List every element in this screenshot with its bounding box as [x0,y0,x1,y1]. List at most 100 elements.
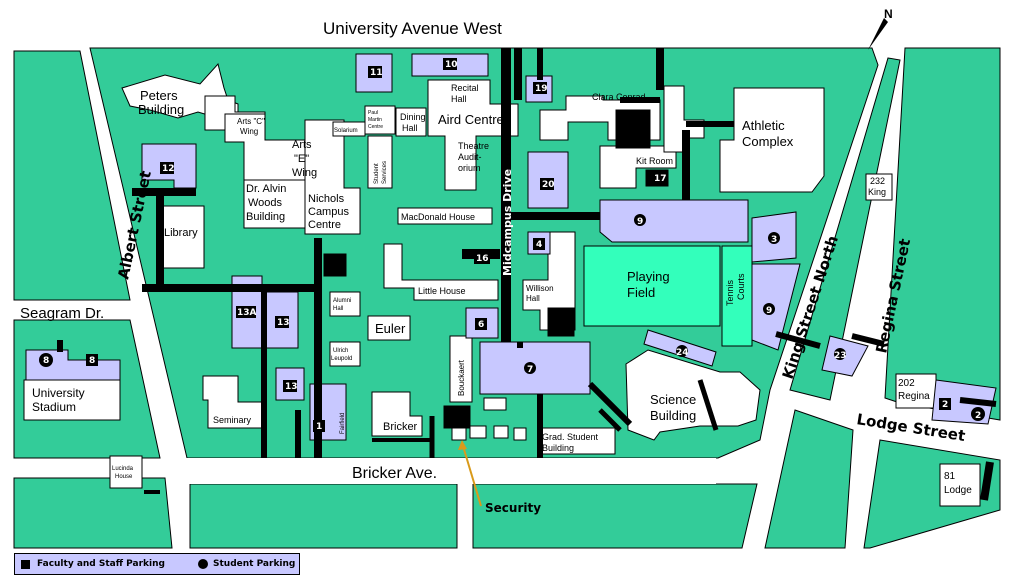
street-chancellors: Chancellor's Drive [312,258,325,370]
label-macdonald: MacDonald House [401,212,475,222]
small-bldg-a [483,397,507,411]
macdonald-house [397,207,493,225]
map-legend: Faculty and Staff Parking Student Parkin… [14,553,300,575]
southwest-block [13,477,173,549]
street-bricker: Bricker Ave. [352,465,437,482]
small-bldg-e [451,427,467,441]
svg-text:TennisCourts: TennisCourts [725,273,746,306]
svg-text:6: 6 [478,320,484,330]
athletic-complex [719,87,825,193]
svg-text:7: 7 [527,365,533,375]
aird-centre [427,79,519,191]
svg-text:13: 13 [277,318,290,328]
label-alvin-3: Building [246,211,285,223]
security-marker: Security [458,440,541,515]
security-label: Security [485,501,541,515]
north-arrow-icon: N [868,7,893,50]
svg-text:16: 16 [476,254,489,264]
king-232 [865,173,893,201]
label-solarium: Solarium [334,128,358,134]
svg-text:12: 12 [162,164,175,174]
euler [367,315,411,341]
small-bldg-c [493,425,509,439]
svg-text:20: 20 [542,180,555,190]
lot-9-east [751,263,801,351]
svg-text:10: 10 [445,60,458,70]
athletic-west-wing [663,85,705,153]
label-alvin-2: Woods [248,197,283,209]
dining-hall [395,107,427,137]
library [161,205,205,269]
willison-hall [522,231,576,331]
student-parking-dot-icon [198,559,208,569]
svg-text:11: 11 [370,68,383,78]
label-bouckaert: Bouckaert [457,359,466,396]
legend-faculty-label: Faculty and Staff Parking [37,559,165,569]
grad-student-building [539,427,616,455]
svg-text:2: 2 [975,411,981,421]
label-library: Library [164,227,198,239]
lodge-southwest-block [764,409,854,549]
svg-text:17: 17 [654,174,667,184]
label-arts-c-1: Arts "C" [237,117,265,126]
svg-text:8: 8 [89,356,95,366]
label-arts-e-1: Arts [292,139,312,151]
label-arts-e-3: Wing [292,167,317,179]
ulrich-leupold [329,341,361,367]
label-alvin-1: Dr. Alvin [246,183,286,195]
label-peters-2: Building [138,102,184,117]
street-seagram: Seagram Dr. [20,305,104,322]
label-peters-1: Peters [140,88,178,103]
svg-text:N: N [884,7,893,21]
lot-numbers: 11 10 19 12 20 17 9 3 9 4 16 13A 13 6 7 … [43,58,981,432]
svg-text:19: 19 [535,84,548,94]
lodge-81 [939,463,981,507]
svg-text:3: 3 [771,235,777,245]
svg-text:4: 4 [536,240,542,250]
svg-text:24: 24 [676,348,689,358]
small-bldg-d [513,427,527,441]
university-stadium [23,379,121,421]
label-arts-c-2: Wing [240,127,258,136]
label-clara: Clara Conrad [592,92,646,102]
faculty-parking-square-icon [21,560,30,569]
nichols-campus-centre [304,119,361,235]
label-fairfield: Fairfield [340,413,346,434]
legend-student-label: Student Parking [213,559,296,569]
dr-alvin-woods-building [243,179,307,229]
svg-text:8: 8 [43,356,49,366]
label-nichols-3: Centre [308,219,341,231]
king-east-strip [789,57,901,401]
student-parking-dots [39,353,985,421]
svg-text:9: 9 [637,217,643,227]
label-nichols-1: Nichols [308,193,345,205]
campus-roads [186,458,716,484]
svg-text:9: 9 [766,306,772,316]
tennis-courts [721,245,753,347]
svg-text:23: 23 [834,351,847,361]
label-euler: Euler [375,321,406,336]
label-nichols-2: Campus [308,206,349,218]
label-aird: Aird Centre [438,112,504,127]
svg-text:Arts"E"Wing: Arts"E"Wing [292,139,317,179]
bricker-building [371,391,423,437]
svg-text:13: 13 [285,382,298,392]
white-buildings [23,62,981,507]
label-bricker-bldg: Bricker [383,421,418,433]
